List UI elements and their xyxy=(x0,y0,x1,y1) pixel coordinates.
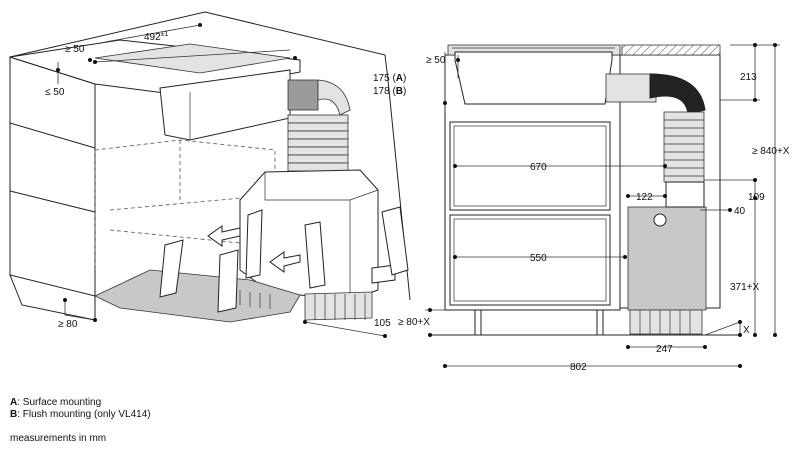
dim-dot xyxy=(56,68,60,72)
dim-label-213: 213 xyxy=(740,72,757,83)
worktop-cutout xyxy=(94,43,291,74)
legend-text-b: : Flush mounting (only VL414) xyxy=(17,409,151,420)
dim-dot xyxy=(63,298,67,302)
duct-section xyxy=(605,73,706,208)
dim-label-109: 109 xyxy=(748,192,765,203)
section-dimension-lines xyxy=(425,44,780,367)
floor-plate-ribs xyxy=(239,290,271,309)
legend-key-b: B xyxy=(10,409,18,420)
dim-label-40: 40 xyxy=(734,206,746,217)
dim-label-105: 105 xyxy=(374,318,391,329)
drawer-lower xyxy=(449,214,611,306)
dim-label-min-50-top: ≥ 50 xyxy=(65,44,85,55)
dim-label-247: 247 xyxy=(656,344,673,355)
dim-dot xyxy=(88,58,92,62)
dim-line-105 xyxy=(304,321,386,337)
units-note: measurements in mm xyxy=(10,433,107,444)
legend-row-a: A: Surface mounting xyxy=(10,397,151,409)
legend-text-a: : Surface mounting xyxy=(17,397,102,408)
dim-label-175: 175 (A) xyxy=(373,73,406,84)
back-wall xyxy=(9,11,411,301)
drawer-lower-inner xyxy=(453,218,607,302)
dim-label-371: 371+X xyxy=(730,282,760,293)
dim-label-122: 122 xyxy=(636,192,653,203)
inner-cabinet-dashed xyxy=(94,139,276,270)
dim-line-492 xyxy=(94,49,291,63)
dim-dot xyxy=(383,334,387,338)
drawer-line-1 xyxy=(9,122,96,149)
side-panel-foot xyxy=(371,264,396,284)
bracket-left xyxy=(159,239,184,298)
dim-label-492: 492±1 xyxy=(144,31,169,43)
dim-label-min-80: ≥ 80 xyxy=(58,319,78,330)
legend-key-a: A xyxy=(10,397,18,408)
cooktop-body xyxy=(454,51,613,105)
dim-line-80 xyxy=(64,300,96,321)
plinth-grille xyxy=(629,309,703,335)
section-view: ≥ 50 175 (A) 178 (B) 213 ≥ 840+X 670 122… xyxy=(373,43,790,373)
duct-perspective xyxy=(287,79,351,172)
dim-label-178: 178 (B) xyxy=(373,86,406,97)
leg-back xyxy=(596,309,604,336)
vent-grille-slats xyxy=(314,294,366,320)
legend-row-b: B: Flush mounting (only VL414) xyxy=(10,409,151,421)
floor-slope xyxy=(704,321,741,336)
dim-dot xyxy=(293,56,297,60)
leg-front xyxy=(474,309,482,336)
arrow-left xyxy=(207,225,241,247)
dim-dot xyxy=(303,320,307,324)
plinth-grille-slats xyxy=(639,310,691,334)
bracket-fan-right xyxy=(304,221,326,289)
dim-label-670: 670 xyxy=(530,162,547,173)
dim-label-max-50: ≤ 50 xyxy=(45,87,65,98)
dim-label-802: 802 xyxy=(570,362,587,373)
dim-line-top xyxy=(104,24,201,43)
dim-label-x: X xyxy=(743,325,750,336)
dim-dot xyxy=(93,318,97,322)
section-dimension-dots xyxy=(428,43,777,368)
cooktop-unit xyxy=(159,69,291,141)
arrow-left-2 xyxy=(269,251,301,273)
bracket-far-right xyxy=(381,206,409,276)
plinth-front xyxy=(9,274,96,321)
bracket-middle xyxy=(217,249,239,313)
fan-box-edges xyxy=(264,172,379,300)
drawer-line-2 xyxy=(9,190,96,213)
dim-label-550: 550 xyxy=(530,253,547,264)
dim-label-80x: ≥ 80+X xyxy=(398,317,430,328)
legend: A: Surface mounting B: Flush mounting (o… xyxy=(10,397,151,445)
perspective-view: 492±1 ≥ 50 ≤ 50 ≥ 80 105 xyxy=(9,11,411,338)
dim-label-840: ≥ 840+X xyxy=(752,146,790,157)
bracket-fan-left xyxy=(245,209,263,279)
fan-outlet xyxy=(653,213,667,227)
fan-unit xyxy=(627,206,707,311)
dim-dot xyxy=(93,60,97,64)
dim-label-min-50-section: ≥ 50 xyxy=(426,55,446,66)
wall-hatch xyxy=(621,44,721,56)
